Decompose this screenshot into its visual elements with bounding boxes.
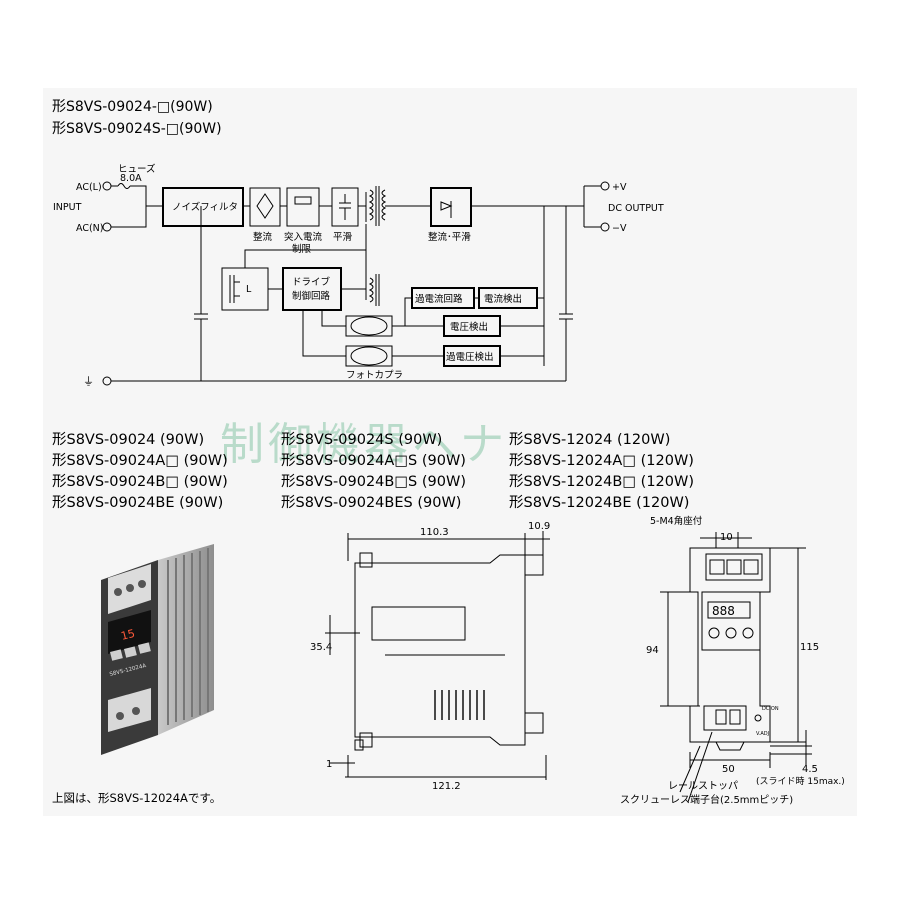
ac-n-label: AC(N) bbox=[76, 223, 103, 234]
front-view-drawing: 5-M4角座付 10 94 115 50 4.5 (スライド時 15max.) … bbox=[646, 515, 845, 803]
inrush-label-2: 制限 bbox=[292, 243, 312, 255]
model-item: 形S8VS-09024BES (90W) bbox=[281, 495, 462, 511]
photo-display: 15 bbox=[120, 627, 137, 643]
dim-offset-label: 1 bbox=[326, 759, 332, 770]
drive-label-2: 制御回路 bbox=[292, 290, 331, 302]
overcurrent-label: 過電流回路 bbox=[415, 293, 463, 305]
rail-stopper-label: レールストッパ bbox=[668, 781, 738, 792]
noise-filter-label: ノイズフィルタ bbox=[172, 201, 238, 213]
terminal-note: 5-M4角座付 bbox=[650, 515, 703, 527]
minus-v-label: −V bbox=[612, 223, 627, 234]
model-item: 形S8VS-09024B□ (90W) bbox=[52, 474, 228, 490]
photocoupler-label: フォトカプラ bbox=[346, 370, 403, 381]
model-item: 形S8VS-12024 (120W) bbox=[509, 432, 671, 448]
drive-label-1: ドライブ bbox=[292, 276, 331, 288]
current-detect-label: 電流検出 bbox=[484, 293, 522, 305]
dim-width-label: 50 bbox=[722, 764, 735, 775]
rectify-label: 整流 bbox=[253, 231, 273, 243]
l-label: L bbox=[246, 284, 252, 295]
model-item: 形S8VS-09024A□S (90W) bbox=[281, 453, 466, 469]
fuse-label: ヒューズ bbox=[118, 163, 156, 175]
ground-icon: ⏚ bbox=[83, 375, 94, 388]
side-view-drawing: 110.3 10.9 35.4 1 121.2 bbox=[310, 521, 550, 792]
dim-depth-label: 121.2 bbox=[432, 781, 461, 792]
input-label: INPUT bbox=[53, 202, 82, 213]
slide-note: (スライド時 15max.) bbox=[756, 776, 845, 787]
plus-v-label: +V bbox=[612, 182, 627, 193]
dim-total-height-label: 115 bbox=[800, 642, 819, 653]
model-heading-2: 形S8VS-09024S-□(90W) bbox=[52, 121, 222, 137]
product-photo: 15 S8VS-12024A bbox=[101, 544, 214, 755]
ac-l-label: AC(L) bbox=[76, 182, 102, 193]
dim-height-label: 35.4 bbox=[310, 642, 332, 653]
model-item: 形S8VS-09024 (90W) bbox=[52, 432, 205, 448]
dim-slide-label: 4.5 bbox=[802, 764, 818, 775]
dim-inner-height-label: 94 bbox=[646, 645, 659, 656]
rect-smooth-label: 整流･平滑 bbox=[428, 231, 471, 243]
dc-output-label: DC OUTPUT bbox=[608, 203, 664, 214]
overvoltage-detect-label: 過電圧検出 bbox=[446, 351, 494, 363]
watermark: 制御機器ヘナ bbox=[220, 419, 508, 470]
model-item: 形S8VS-09024BE (90W) bbox=[52, 495, 224, 511]
fuse-rating: 8.0A bbox=[120, 173, 142, 184]
v-adj-label: V.ADJ bbox=[756, 731, 769, 737]
inrush-label-1: 突入電流 bbox=[284, 231, 323, 243]
model-item: 形S8VS-09024S (90W) bbox=[281, 432, 443, 448]
model-heading-1: 形S8VS-09024-□(90W) bbox=[52, 99, 213, 115]
dim-top-width-label: 10 bbox=[720, 532, 733, 543]
front-display: 888 bbox=[712, 604, 735, 618]
block-diagram: ヒューズ 8.0A INPUT AC(L) AC(N) ノイズフィルタ 整流 突… bbox=[53, 163, 664, 388]
model-item: 形S8VS-09024B□S (90W) bbox=[281, 474, 466, 490]
photo-caption: 上図は、形S8VS-12024Aです。 bbox=[52, 791, 222, 805]
screwless-terminal-label: スクリューレス端子台(2.5mmピッチ) bbox=[620, 795, 794, 806]
dim-width-label: 110.3 bbox=[420, 527, 449, 538]
voltage-detect-label: 電圧検出 bbox=[450, 321, 488, 333]
model-item: 形S8VS-12024A□ (120W) bbox=[509, 453, 694, 469]
dc-on-label: DC ON bbox=[762, 706, 779, 712]
dim-rail-label: 10.9 bbox=[528, 521, 550, 532]
model-item: 形S8VS-12024B□ (120W) bbox=[509, 474, 694, 490]
smoothing-label: 平滑 bbox=[333, 232, 353, 243]
model-item: 形S8VS-12024BE (120W) bbox=[509, 495, 690, 511]
model-item: 形S8VS-09024A□ (90W) bbox=[52, 453, 228, 469]
